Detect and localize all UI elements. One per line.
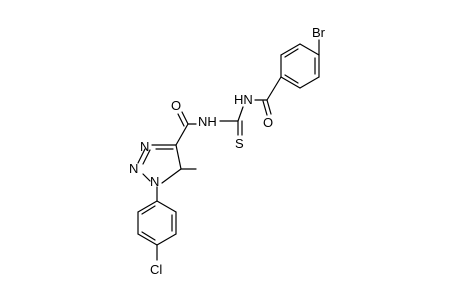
bond — [299, 43, 320, 56]
atom-label-cl: Cl — [150, 262, 162, 277]
atom-label-nh-1: NH — [198, 114, 217, 129]
bond — [262, 100, 268, 116]
bond — [280, 43, 301, 56]
bond — [137, 233, 158, 246]
bond — [284, 74, 299, 84]
bond — [141, 205, 156, 215]
atom-label-s: S — [235, 136, 244, 151]
bond — [284, 48, 299, 58]
bond — [137, 148, 146, 164]
bond — [177, 113, 185, 127]
atom-label-n2: N — [129, 161, 138, 176]
bond — [266, 76, 282, 101]
bond — [175, 123, 189, 146]
atom-label-o-triazole: O — [171, 98, 181, 113]
atom-label-n3: N — [140, 139, 149, 154]
bond — [181, 111, 189, 125]
bromophenyl-ring — [280, 43, 320, 89]
bond — [137, 200, 158, 213]
bond — [156, 233, 177, 246]
bond — [237, 106, 244, 122]
atom-label-n1: N — [150, 174, 159, 189]
bond — [280, 76, 301, 89]
bond — [156, 200, 177, 213]
bond — [175, 144, 182, 170]
atom-label-hn: HN — [234, 92, 253, 107]
bond — [161, 168, 182, 184]
bond — [142, 173, 151, 182]
atom-label-o-benzoyl: O — [263, 115, 273, 130]
bond — [141, 231, 156, 241]
atom-label-br: Br — [312, 25, 326, 40]
bond — [266, 99, 272, 115]
bond — [142, 149, 151, 165]
bond — [299, 76, 320, 89]
chlorophenyl-ring — [137, 200, 177, 246]
triazole-ring: N N N — [129, 139, 182, 189]
